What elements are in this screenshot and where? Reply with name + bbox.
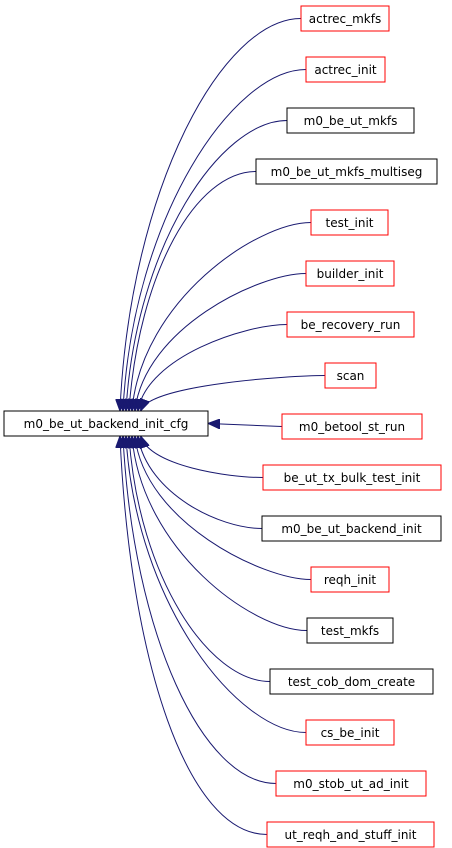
caller-node[interactable]: m0_stob_ut_ad_init <box>275 770 427 797</box>
caller-node-box <box>281 413 423 440</box>
caller-node[interactable]: test_mkfs <box>306 617 394 644</box>
caller-node[interactable]: ut_reqh_and_stuff_init <box>266 821 435 848</box>
caller-node[interactable]: m0_be_ut_mkfs_multiseg <box>255 158 438 185</box>
caller-node-box <box>310 209 389 236</box>
caller-node-box <box>266 821 435 848</box>
caller-node[interactable]: actrec_init <box>305 56 386 83</box>
caller-node-box <box>286 311 415 338</box>
caller-node[interactable]: builder_init <box>305 260 395 287</box>
caller-node[interactable]: be_recovery_run <box>286 311 415 338</box>
caller-node-box <box>275 770 427 797</box>
call-edge <box>135 273 307 411</box>
call-edges <box>120 18 326 835</box>
caller-node-box <box>255 158 438 185</box>
call-edge <box>132 222 312 411</box>
call-edge <box>126 120 288 411</box>
caller-node[interactable]: test_cob_dom_create <box>269 668 434 695</box>
caller-node-label: m0_be_ut_backend_init <box>281 522 422 536</box>
focus-node-label: m0_be_ut_backend_init_cfg <box>24 417 189 431</box>
focus-node-box <box>3 410 209 437</box>
call-edge <box>138 324 288 411</box>
caller-node[interactable]: scan <box>324 362 377 389</box>
caller-node-label: test_init <box>325 216 373 230</box>
caller-node-label: actrec_mkfs <box>309 12 381 26</box>
caller-node-box <box>305 56 386 83</box>
caller-node-box <box>262 464 442 491</box>
call-edge <box>120 18 302 411</box>
caller-node-label: m0_betool_st_run <box>299 420 405 434</box>
caller-node-label: be_ut_tx_bulk_test_init <box>284 471 421 485</box>
caller-node-box <box>324 362 377 389</box>
call-edge <box>123 69 307 411</box>
caller-node-label: scan <box>337 369 365 383</box>
caller-node-label: m0_be_ut_mkfs <box>304 114 398 128</box>
caller-node-box <box>305 719 395 746</box>
caller-node[interactable]: test_init <box>310 209 389 236</box>
caller-node-box <box>261 515 442 542</box>
call-edge <box>138 437 263 529</box>
caller-node-label: m0_be_ut_mkfs_multiseg <box>271 165 423 179</box>
caller-node-label: reqh_init <box>324 573 377 587</box>
call-edge <box>132 437 308 631</box>
caller-node[interactable]: m0_betool_st_run <box>281 413 423 440</box>
caller-node-label: builder_init <box>317 267 384 281</box>
call-edge <box>126 437 307 733</box>
call-edge <box>141 437 264 478</box>
call-edge <box>209 424 283 427</box>
caller-node-box <box>306 617 394 644</box>
caller-node[interactable]: reqh_init <box>310 566 390 593</box>
call-edge <box>129 437 271 682</box>
caller-node[interactable]: be_ut_tx_bulk_test_init <box>262 464 442 491</box>
caller-node-label: test_cob_dom_create <box>288 675 415 689</box>
caller-node-label: cs_be_init <box>321 726 380 740</box>
caller-nodes: actrec_mkfs actrec_init m0_be_ut_mkfs m0_be… <box>255 5 442 848</box>
caller-node-box <box>305 260 395 287</box>
call-edge <box>135 437 312 580</box>
caller-node-label: be_recovery_run <box>301 318 401 332</box>
caller-node-label: m0_stob_ut_ad_init <box>293 777 409 791</box>
caller-node-label: test_mkfs <box>321 624 379 638</box>
caller-node-label: actrec_init <box>314 63 377 77</box>
focus-node[interactable]: m0_be_ut_backend_init_cfg <box>3 410 209 437</box>
caller-node-box <box>269 668 434 695</box>
caller-node[interactable]: m0_be_ut_mkfs <box>286 107 415 134</box>
caller-node[interactable]: m0_be_ut_backend_init <box>261 515 442 542</box>
call-edge <box>120 437 268 835</box>
call-edge <box>129 171 257 411</box>
caller-node[interactable]: actrec_mkfs <box>300 5 390 32</box>
caller-node[interactable]: cs_be_init <box>305 719 395 746</box>
call-edge <box>141 375 326 411</box>
caller-node-box <box>286 107 415 134</box>
caller-node-label: ut_reqh_and_stuff_init <box>285 828 417 842</box>
caller-node-box <box>310 566 390 593</box>
caller-node-box <box>300 5 390 32</box>
call-edge <box>123 437 277 784</box>
